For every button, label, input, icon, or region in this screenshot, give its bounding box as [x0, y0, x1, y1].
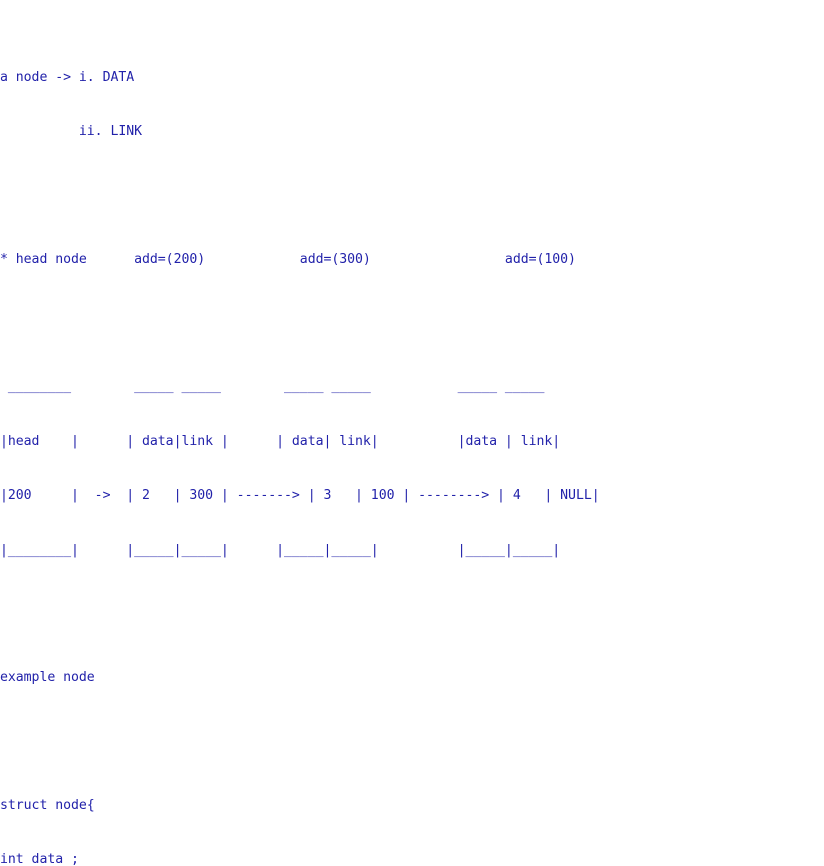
plain-text-body: a node -> i. DATA ii. LINK * head node a…: [0, 14, 694, 866]
text-document-page: a node -> i. DATA ii. LINK * head node a…: [0, 69, 600, 866]
blank-line-4: [0, 724, 694, 742]
blank-line-2: [0, 305, 694, 323]
blank-line-1: [0, 178, 694, 196]
diagram-row-values-and-arrows: |200 | -> | 2 | 300 | -------> | 3 | 100…: [0, 488, 600, 504]
example-node-heading: example node: [0, 670, 95, 686]
diagram-row-top-border: ________ _____ _____ _____ _____ _____ _…: [0, 379, 545, 395]
diagram-row-field-names: |head | | data|link | | data| link| |dat…: [0, 433, 561, 449]
diagram-row-bottom-border: |________| |_____|_____| |_____|_____| |…: [0, 542, 561, 558]
intro-line-1: a node -> i. DATA: [0, 69, 135, 85]
code-line-int-data: int data ;: [0, 852, 79, 866]
diagram-address-labels: * head node add=(200) add=(300) add=(100…: [0, 251, 576, 267]
code-line-struct-open: struct node{: [0, 797, 95, 813]
blank-line-3: [0, 597, 694, 615]
intro-line-2: ii. LINK: [0, 124, 143, 140]
